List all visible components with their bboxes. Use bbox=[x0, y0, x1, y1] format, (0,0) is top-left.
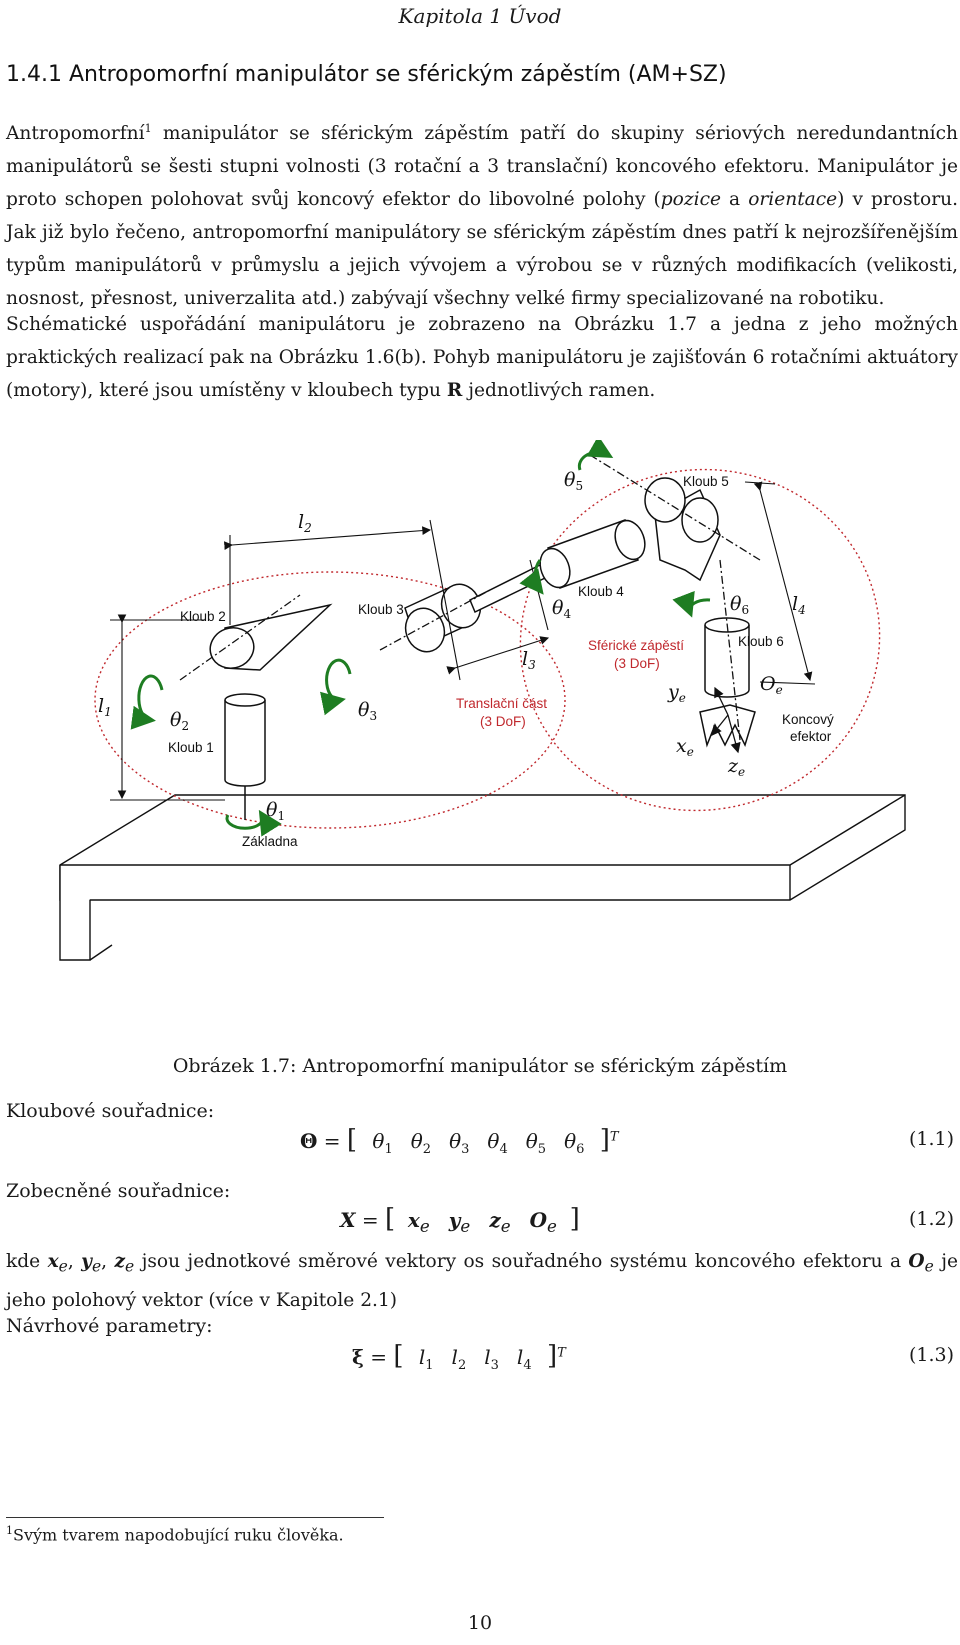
label-effector-1: Koncový bbox=[782, 712, 834, 727]
vector-element: θ1 bbox=[372, 1129, 393, 1157]
rotation-arrow-1 bbox=[225, 809, 282, 837]
base-plate bbox=[59, 794, 906, 961]
equation-2: X = [ xe ye ze Oe ] bbox=[340, 1204, 580, 1236]
label-xe: xe bbox=[676, 735, 694, 759]
vector-element: l3 bbox=[484, 1345, 499, 1373]
joint-6-cylinder bbox=[704, 617, 750, 698]
label-kloub5: Kloub 5 bbox=[683, 474, 729, 489]
vector-element: θ2 bbox=[410, 1129, 432, 1157]
page-header: Kapitola 1 Úvod bbox=[398, 4, 562, 28]
footnote-rule bbox=[6, 1517, 384, 1518]
eq3-label: Návrhové parametry: bbox=[6, 1315, 213, 1337]
end-effector bbox=[699, 704, 756, 748]
rotation-arrow-5 bbox=[577, 440, 614, 471]
label-spherical-1: Sférické zápěstí bbox=[588, 638, 684, 653]
label-kloub3: Kloub 3 bbox=[358, 602, 404, 617]
label-kloub4: Kloub 4 bbox=[578, 584, 624, 599]
eq1-number: (1.1) bbox=[908, 1128, 954, 1150]
label-theta4: θ4 bbox=[552, 597, 571, 621]
wrist-region bbox=[519, 468, 881, 812]
label-ze: ze bbox=[727, 755, 745, 779]
vector-element: θ4 bbox=[487, 1129, 508, 1157]
eq2-label: Zobecněné souřadnice: bbox=[6, 1180, 231, 1202]
vector-element: l2 bbox=[451, 1345, 467, 1373]
label-theta1: θ1 bbox=[266, 799, 285, 823]
eq1-label: Kloubové souřadnice: bbox=[6, 1100, 215, 1122]
joint-1-cylinder bbox=[224, 693, 266, 820]
vector-element: l4 bbox=[516, 1345, 532, 1373]
label-kloub2: Kloub 2 bbox=[180, 609, 226, 624]
label-theta6: θ6 bbox=[730, 593, 749, 617]
label-kloub6: Kloub 6 bbox=[738, 634, 784, 649]
vector-element: l1 bbox=[418, 1345, 434, 1373]
joint-4-cylinder bbox=[539, 519, 646, 589]
label-l4: l4 bbox=[792, 593, 806, 617]
eq2-number: (1.2) bbox=[908, 1208, 954, 1230]
label-spherical-2: (3 DoF) bbox=[614, 656, 660, 671]
vector-element: θ5 bbox=[525, 1129, 547, 1157]
footnote: 1Svým tvarem napodobující ruku člověka. bbox=[6, 1524, 344, 1545]
joint-5-body bbox=[644, 477, 721, 582]
joint-3-cylinder bbox=[404, 583, 482, 653]
label-base: Základna bbox=[242, 834, 298, 849]
figure-caption: Obrázek 1.7: Antropomorfní manipulátor s… bbox=[172, 1055, 788, 1077]
label-l1: l1 bbox=[98, 695, 112, 719]
link-2-arm bbox=[209, 603, 333, 671]
label-effector-2: efektor bbox=[790, 729, 832, 744]
rotation-arrow-3 bbox=[320, 658, 352, 716]
paragraph-intro: Antropomorfní1 manipulátor se sférickým … bbox=[6, 122, 958, 310]
rotation-arrow-2 bbox=[130, 674, 164, 730]
label-l3: l3 bbox=[522, 648, 536, 672]
label-l2: l2 bbox=[298, 511, 312, 535]
label-translation-1: Translační část bbox=[456, 696, 547, 711]
footnote-ref: 1 bbox=[144, 122, 152, 135]
paragraph-vectors: kde xe, ye, ze jsou jednotkové směrové v… bbox=[6, 1251, 958, 1311]
section-title: 1.4.1 Antropomorfní manipulátor se sféri… bbox=[6, 62, 727, 87]
paragraph-schematic: Schématické uspořádání manipulátoru je z… bbox=[6, 314, 958, 401]
manipulator-figure: l1 l2 l3 l4 θ1 θ2 θ3 θ4 θ5 θ6 ye xe ze O… bbox=[59, 440, 906, 961]
label-theta5: θ5 bbox=[564, 469, 583, 493]
eq3-number: (1.3) bbox=[908, 1344, 954, 1366]
label-ye: ye bbox=[667, 681, 686, 705]
page-number: 10 bbox=[467, 1612, 493, 1634]
forearm-rod bbox=[469, 563, 546, 614]
label-theta3: θ3 bbox=[358, 699, 377, 723]
label-kloub1: Kloub 1 bbox=[168, 740, 214, 755]
label-theta2: θ2 bbox=[170, 709, 189, 733]
vector-element: θ3 bbox=[449, 1129, 470, 1157]
label-translation-2: (3 DoF) bbox=[480, 714, 526, 729]
rotation-arrow-4 bbox=[519, 559, 544, 595]
label-Oe: Oe bbox=[760, 673, 783, 697]
rotation-arrow-6 bbox=[672, 590, 711, 618]
vector-element: θ6 bbox=[564, 1129, 585, 1157]
translation-region bbox=[94, 571, 566, 829]
